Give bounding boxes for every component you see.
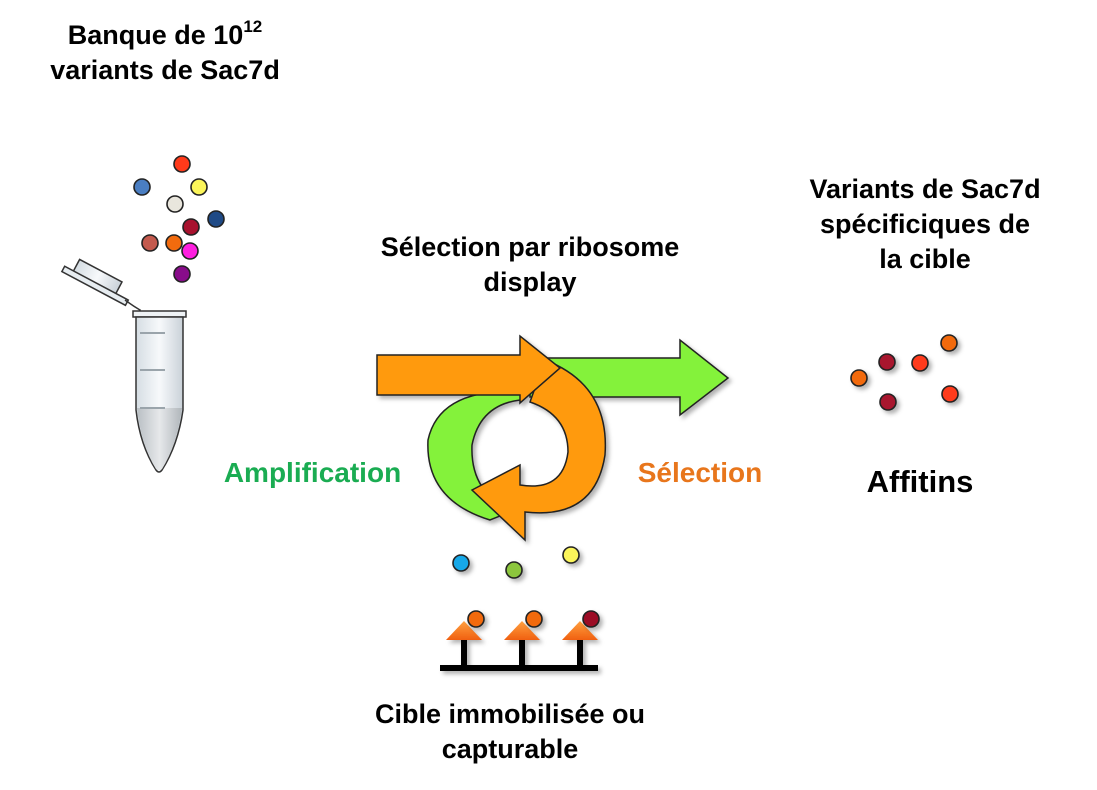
bead <box>190 178 208 196</box>
affitins-label: Affitins <box>866 464 974 499</box>
bead <box>505 561 523 579</box>
bead <box>165 234 183 252</box>
ribosome-display-title: Sélection par ribosome display <box>320 230 740 300</box>
specific-variants-title-line2: spécificiques de <box>819 209 1031 240</box>
amplification-label: Amplification <box>223 457 402 488</box>
bead <box>452 554 470 572</box>
input-arrow-orange <box>376 334 562 405</box>
library-variant-beads <box>133 155 225 283</box>
bead <box>850 369 868 387</box>
bead <box>166 195 184 213</box>
bead <box>878 353 896 371</box>
ribosome-display-title-line2: display <box>483 267 577 298</box>
library-title: Banque de 1012 variants de Sac7d <box>10 17 320 88</box>
library-title-exponent: 12 <box>243 17 263 36</box>
bead <box>173 265 191 283</box>
bead <box>207 210 225 228</box>
bead <box>173 155 191 173</box>
bead <box>879 393 897 411</box>
bead <box>467 610 485 628</box>
target-title: Cible immobilisée ou capturable <box>320 697 700 767</box>
selection-cycle-arrows <box>376 334 730 542</box>
bead <box>941 385 959 403</box>
target-title-line1: Cible immobilisée ou <box>374 699 646 729</box>
immobilized-target-icon <box>440 621 598 671</box>
bead <box>182 218 200 236</box>
selection-loop-arrow <box>470 359 607 542</box>
library-title-line2: variants de Sac7d <box>50 55 280 86</box>
eppendorf-tube-icon <box>60 258 187 473</box>
bead <box>133 178 151 196</box>
bead <box>582 610 600 628</box>
bead <box>562 546 580 564</box>
target-title-line2: capturable <box>441 734 579 765</box>
selection-label: Sélection <box>637 457 763 488</box>
specific-variants-title: Variants de Sac7d spécificiques de la ci… <box>770 172 1080 277</box>
ribosome-display-title-line1: Sélection par ribosome <box>380 232 680 262</box>
bead <box>141 234 159 252</box>
unbound-variant-beads <box>452 546 580 579</box>
library-title-line1: Banque de 10 <box>67 20 244 50</box>
bound-variant-beads <box>467 610 600 628</box>
bead <box>525 610 543 628</box>
specific-variants-title-line1: Variants de Sac7d <box>809 174 1041 204</box>
bead <box>181 242 199 260</box>
bead <box>940 334 958 352</box>
amplification-loop-arrow <box>427 390 532 521</box>
bead <box>911 354 929 372</box>
affitin-beads <box>850 334 959 411</box>
specific-variants-title-line3: la cible <box>879 244 971 275</box>
